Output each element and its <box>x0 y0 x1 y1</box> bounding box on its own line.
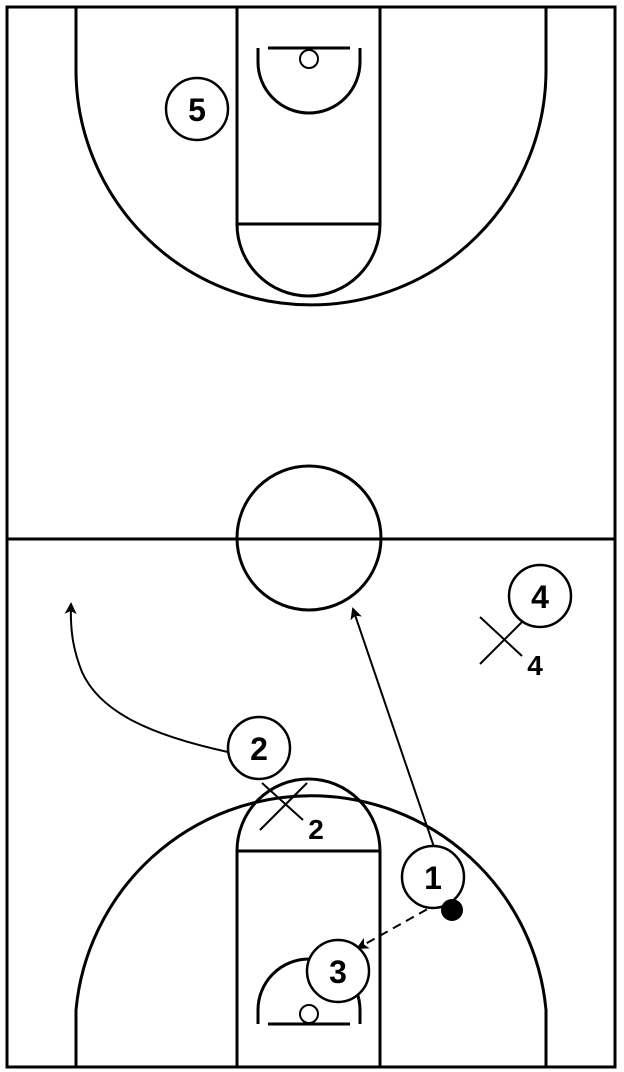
player-5: 5 <box>164 76 230 142</box>
player-1-cut-arrow <box>350 607 435 848</box>
defender-4: 4 <box>479 615 543 681</box>
player-2-cut-arrow <box>64 602 229 753</box>
defender-2-x-mark <box>259 782 308 831</box>
bottom-three-point-line <box>74 794 548 1067</box>
top-free-throw-semicircle <box>235 223 382 298</box>
player-2-label: 2 <box>250 731 268 767</box>
pass-dashed-arrow <box>356 901 441 949</box>
top-hoop <box>299 49 319 69</box>
player-3-label: 3 <box>329 954 347 990</box>
player-2: 2 <box>226 715 292 781</box>
player-3: 3 <box>305 938 371 1004</box>
defender-4-x-mark <box>479 616 523 657</box>
defender-4-label: 4 <box>527 650 543 681</box>
bottom-hoop <box>299 1004 319 1024</box>
top-key <box>235 5 382 226</box>
top-three-point-line <box>74 7 548 307</box>
top-restricted-arc <box>256 48 362 115</box>
defender-2-x-mark <box>261 782 304 821</box>
defender-2-label: 2 <box>308 814 324 845</box>
player-1-label: 1 <box>424 860 442 896</box>
player-4: 4 <box>507 563 573 629</box>
bottom-free-throw-semicircle <box>235 777 382 852</box>
player-1: 1 <box>400 844 466 910</box>
bottom-key <box>235 849 382 1069</box>
player-4-label: 4 <box>531 579 549 615</box>
court-boundary <box>5 5 617 1069</box>
ball-icon <box>441 899 463 921</box>
player-5-label: 5 <box>188 92 206 128</box>
defender-2: 2 <box>259 782 324 845</box>
center-circle <box>235 464 383 612</box>
